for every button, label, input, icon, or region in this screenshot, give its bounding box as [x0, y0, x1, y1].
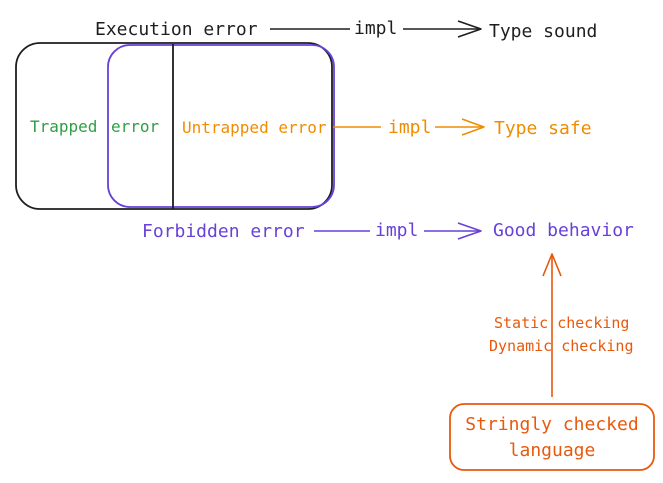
- trapped-label: Trapped: [30, 117, 97, 136]
- forbidden-error-box: [107, 44, 335, 208]
- forbidden-error-label: Forbidden error: [142, 221, 305, 242]
- execution-error-label: Execution error: [95, 19, 258, 40]
- execution-error-box: [15, 42, 333, 210]
- good-behavior-label: Good behavior: [493, 220, 634, 241]
- forbidden-arrow: [424, 222, 482, 240]
- stringly-line2: language: [509, 440, 596, 461]
- trapped-error-word: error: [111, 117, 160, 136]
- execution-arrow: [403, 20, 482, 38]
- dynamic-checking-label: Dynamic checking: [489, 337, 634, 355]
- untrapped-impl-label: impl: [388, 117, 431, 138]
- checking-up-arrow: [542, 253, 562, 397]
- forbidden-impl-label: impl: [375, 220, 418, 241]
- stringly-checked-box: [449, 403, 655, 471]
- static-checking-label: Static checking: [494, 314, 629, 332]
- untrapped-error-label: Untrapped error: [182, 118, 327, 137]
- untrapped-arrow: [435, 118, 485, 136]
- type-sound-label: Type sound: [489, 21, 597, 42]
- execution-impl-label: impl: [354, 18, 397, 39]
- type-safe-label: Type safe: [494, 118, 592, 139]
- stringly-line1: Stringly checked: [465, 414, 638, 435]
